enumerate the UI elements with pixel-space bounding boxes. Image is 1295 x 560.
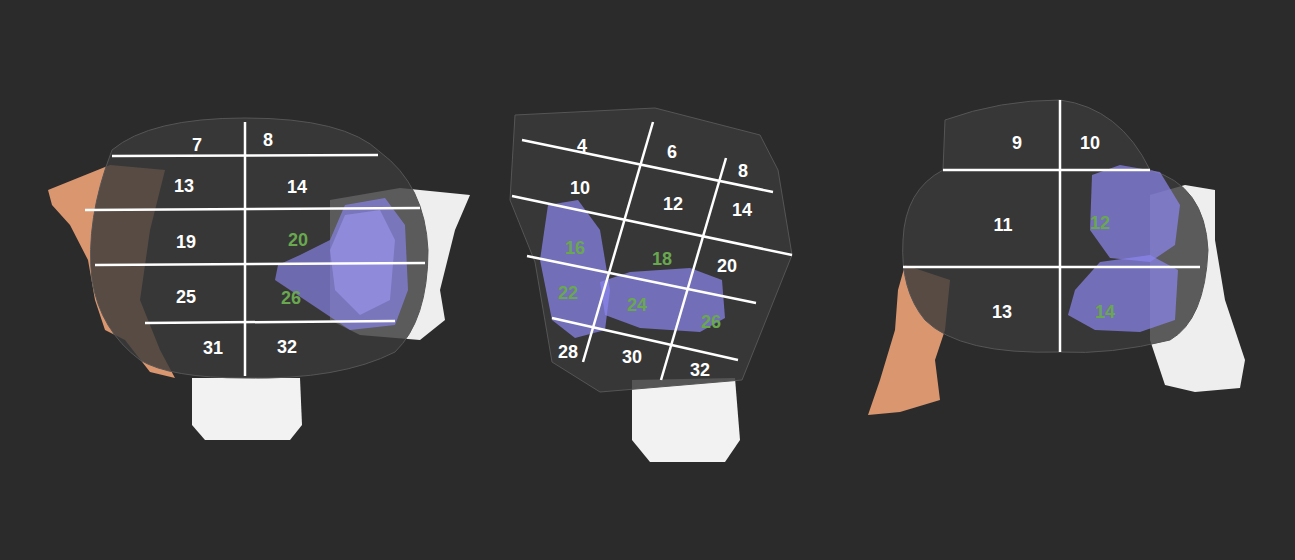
callout-number: 7 — [192, 136, 202, 154]
callout-number: 32 — [277, 338, 297, 356]
grid-line — [583, 122, 653, 362]
callout-number: 14 — [287, 178, 307, 196]
grid-line — [903, 266, 1200, 269]
grid-line — [512, 196, 792, 255]
callout-number: 13 — [992, 303, 1012, 321]
grid-lines — [512, 122, 792, 380]
callout-number: 14 — [1095, 303, 1115, 321]
grid-line — [943, 169, 1150, 172]
callout-number: 12 — [1090, 214, 1110, 232]
callout-number: 10 — [1080, 134, 1100, 152]
callout-number: 8 — [263, 131, 273, 149]
callout-number: 14 — [732, 201, 752, 219]
left-view — [48, 118, 470, 440]
grid-line — [145, 321, 395, 323]
purple-region — [1090, 165, 1180, 262]
callout-number: 6 — [667, 143, 677, 161]
grid-lines — [903, 100, 1200, 352]
callout-number: 13 — [174, 177, 194, 195]
callout-number: 9 — [1012, 134, 1022, 152]
callout-number: 22 — [558, 284, 578, 302]
grid-line — [244, 122, 247, 376]
callout-number: 10 — [570, 179, 590, 197]
callout-number: 19 — [176, 233, 196, 251]
grid-line — [1059, 100, 1062, 352]
callout-number: 18 — [652, 250, 672, 268]
grid-line — [85, 208, 420, 210]
grid-line — [112, 155, 378, 156]
callout-number: 4 — [577, 137, 587, 155]
grid-line — [95, 263, 425, 265]
callout-number: 26 — [281, 289, 301, 307]
callout-number: 16 — [565, 239, 585, 257]
grid-lines — [85, 122, 425, 376]
white-base — [192, 378, 302, 440]
callout-number: 8 — [738, 162, 748, 180]
callout-number: 32 — [690, 361, 710, 379]
callout-number: 20 — [717, 257, 737, 275]
white-base — [632, 378, 740, 462]
right-view — [868, 100, 1245, 415]
purple-region — [540, 200, 610, 338]
middle-view — [510, 108, 792, 462]
callout-number: 12 — [663, 195, 683, 213]
grid-line — [522, 140, 773, 192]
callout-number: 30 — [622, 348, 642, 366]
cavity-volume — [91, 118, 428, 378]
callout-number: 24 — [627, 296, 647, 314]
callout-number: 20 — [288, 231, 308, 249]
callout-number: 26 — [701, 313, 721, 331]
callout-number: 11 — [993, 216, 1012, 234]
callout-number: 25 — [176, 288, 196, 306]
purple-region — [600, 268, 725, 332]
grid-line — [661, 158, 726, 380]
callout-number: 28 — [558, 343, 578, 361]
cavity-volume — [510, 108, 792, 392]
callout-number: 31 — [203, 339, 223, 357]
cavity-volume — [903, 100, 1208, 353]
